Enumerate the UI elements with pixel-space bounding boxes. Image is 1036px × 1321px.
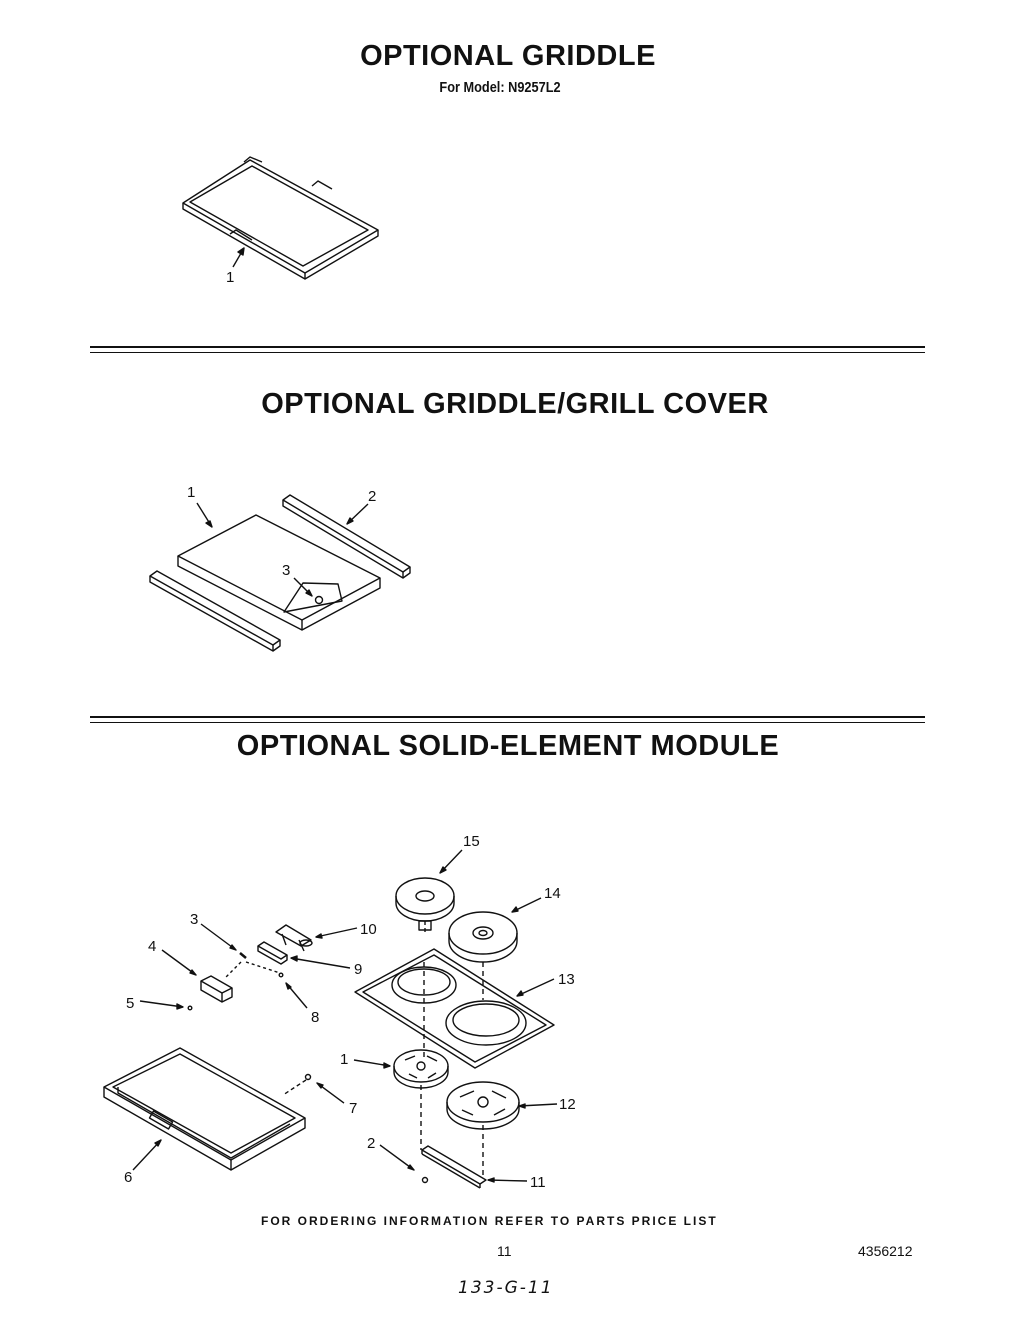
large-burner-box (420, 1081, 520, 1175)
callout-number: 2 (367, 1135, 375, 1152)
cover-handle (283, 582, 343, 613)
callout-number: 4 (148, 938, 156, 955)
support-bar (421, 1145, 487, 1189)
section-divider (90, 716, 925, 718)
griddle-plate (182, 156, 379, 280)
callout-number: 8 (311, 1009, 319, 1026)
callout-leader (132, 849, 558, 1183)
section-divider (90, 346, 925, 348)
callout-number: 12 (559, 1096, 576, 1113)
section-divider-thin (90, 352, 925, 353)
small-burner-box (393, 1049, 449, 1089)
callout-number: 5 (126, 995, 134, 1012)
plate-screw (245, 961, 284, 978)
screw (421, 1176, 429, 1184)
wire-bracket (275, 924, 313, 952)
callout-number: 6 (124, 1169, 132, 1186)
callout-number: 2 (368, 488, 376, 505)
cover-plate (177, 514, 381, 631)
callout-number: 7 (349, 1100, 357, 1117)
callout-number: 1 (226, 269, 234, 286)
callout-number: 11 (530, 1174, 546, 1191)
cover-title: OPTIONAL GRIDDLE/GRILL COVER (261, 388, 769, 420)
large-element (448, 911, 518, 1000)
callout-number: 13 (558, 971, 575, 988)
cover-rail-front (149, 570, 281, 652)
griddle-title: OPTIONAL GRIDDLE (360, 40, 656, 72)
section-divider-thin (90, 722, 925, 723)
terminal-block (200, 975, 233, 1003)
callout-number: 14 (544, 885, 561, 902)
handwritten-note: 133-G-11 (458, 1278, 554, 1298)
insulator-plate (257, 941, 288, 965)
callout-number: 1 (187, 484, 195, 501)
tray-clip (282, 1073, 312, 1096)
callout-leader (232, 247, 245, 268)
ordering-note: FOR ORDERING INFORMATION REFER TO PARTS … (261, 1214, 718, 1228)
part-number: 4356212 (858, 1243, 913, 1259)
callout-number: 9 (354, 961, 362, 978)
callout-number: 3 (190, 911, 198, 928)
small-pin (225, 952, 247, 978)
module-title: OPTIONAL SOLID-ELEMENT MODULE (236, 730, 780, 762)
cover-rail-back (282, 494, 411, 579)
callout-number: 1 (340, 1051, 348, 1068)
callout-number: 3 (282, 562, 290, 579)
module-top-plate (354, 948, 555, 1069)
callout-number: 15 (463, 833, 480, 850)
callout-leader (196, 502, 369, 597)
callout-number: 10 (360, 921, 377, 938)
page-number: 11 (497, 1243, 512, 1259)
callout-numbers: 1 1 2 3 1 2 3 4 5 6 7 8 9 10 11 12 13 14… (124, 269, 576, 1191)
small-element (395, 877, 455, 935)
module-tray (103, 1047, 306, 1171)
mounting-screw (187, 1005, 193, 1011)
model-line: For Model: N9257L2 (439, 79, 561, 96)
